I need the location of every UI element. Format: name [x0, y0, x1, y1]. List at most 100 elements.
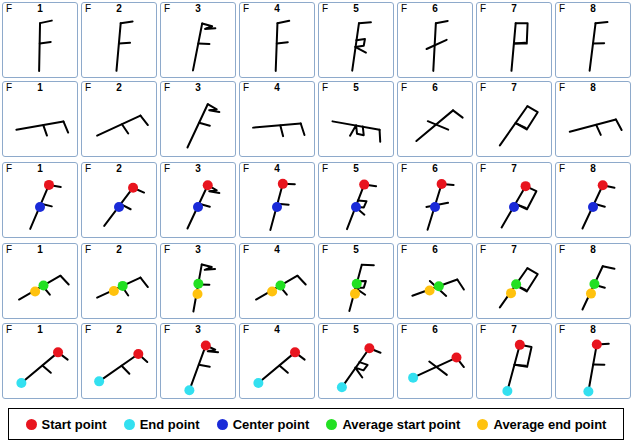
keypoint-dot: [589, 279, 599, 289]
panel-letter: F: [85, 82, 95, 94]
panel-letter: F: [6, 324, 16, 336]
handwriting-stroke: [121, 22, 133, 24]
panel-number: 2: [82, 163, 156, 175]
stroke-panel: F4: [239, 162, 315, 238]
handwriting-stroke: [42, 366, 50, 373]
handwriting-stroke: [140, 116, 147, 125]
panel-number: 3: [161, 324, 235, 336]
panel-number: 3: [161, 82, 235, 94]
handwriting-stroke: [253, 124, 301, 128]
handwriting-stroke: [412, 279, 457, 295]
panel-number: 7: [477, 3, 551, 15]
panel-letter: F: [559, 3, 569, 15]
panel-number: 5: [319, 82, 393, 94]
panel-letter: F: [164, 3, 174, 15]
handwriting-stroke: [297, 276, 305, 285]
handwriting-stroke: [277, 42, 288, 43]
panel-letter: F: [164, 244, 174, 256]
handwriting-stroke: [359, 22, 371, 23]
panel-number: 3: [161, 244, 235, 256]
stroke-panel: F1: [2, 162, 78, 238]
keypoint-dot: [437, 179, 447, 189]
handwriting-stroke: [507, 345, 519, 391]
handwriting-stroke: [21, 352, 58, 383]
stroke-panel: F7: [476, 162, 552, 238]
handwriting-stroke: [40, 42, 51, 44]
keypoint-dot: [509, 202, 519, 212]
handwriting-stroke: [515, 365, 526, 366]
handwriting-stroke: [516, 106, 538, 129]
legend-item: Average start point: [326, 417, 460, 432]
handwriting-stroke: [38, 23, 41, 71]
stroke-panel: F4: [239, 81, 315, 157]
keypoint-dot: [521, 181, 531, 191]
legend-swatch: [124, 419, 135, 430]
stroke-panel: F4: [239, 323, 315, 399]
handwriting-stroke: [593, 364, 604, 366]
handwriting-stroke: [270, 184, 282, 230]
panel-number: 4: [240, 244, 314, 256]
panel-letter: F: [164, 324, 174, 336]
handwriting-stroke: [119, 42, 130, 45]
panel-number: 7: [477, 163, 551, 175]
panel-number: 5: [319, 324, 393, 336]
keypoint-dot: [352, 279, 362, 289]
panel-number: 8: [556, 163, 630, 175]
keypoint-dot: [425, 286, 435, 296]
stroke-panel: F3: [160, 162, 236, 238]
stroke-panel: F1: [2, 81, 78, 157]
handwriting-stroke: [258, 352, 295, 383]
stroke-panel: F1: [2, 323, 78, 399]
panel-number: 1: [3, 324, 77, 336]
legend-item: Center point: [217, 417, 310, 432]
handwriting-stroke: [122, 366, 130, 374]
handwriting-stroke: [97, 278, 140, 298]
handwriting-stroke: [187, 185, 207, 228]
panel-letter: F: [559, 82, 569, 94]
panel-letter: F: [85, 163, 95, 175]
handwriting-stroke: [122, 124, 128, 133]
panel-number: 5: [319, 163, 393, 175]
panel-number: 5: [319, 3, 393, 15]
handwriting-stroke: [590, 23, 596, 70]
handwriting-stroke: [433, 23, 436, 71]
keypoint-dot: [506, 288, 516, 298]
stroke-panel: F5: [318, 81, 394, 157]
panel-number: 2: [82, 3, 156, 15]
handwriting-stroke: [63, 121, 68, 132]
keypoint-dot: [53, 347, 63, 357]
handwriting-stroke: [187, 104, 207, 147]
handwriting-stroke: [502, 186, 526, 227]
panel-number: 3: [161, 3, 235, 15]
panel-number: 5: [319, 244, 393, 256]
handwriting-stroke: [116, 23, 120, 71]
panel-letter: F: [401, 163, 411, 175]
panel-letter: F: [559, 244, 569, 256]
keypoint-dot: [586, 289, 596, 299]
stroke-panel: F3: [160, 81, 236, 157]
stroke-panel: F2: [81, 162, 157, 238]
panel-letter: F: [401, 324, 411, 336]
keypoint-dot: [278, 179, 288, 189]
keypoint-dot: [267, 286, 277, 296]
keypoint-dot: [511, 279, 521, 289]
keypoint-dot: [583, 386, 593, 396]
stroke-panel: F8: [555, 243, 631, 319]
legend-item: Start point: [26, 417, 107, 432]
handwriting-stroke: [301, 124, 305, 135]
handwriting-stroke: [19, 276, 60, 300]
stroke-panel: F7: [476, 2, 552, 78]
keypoint-dot: [451, 353, 461, 363]
handwriting-stroke: [428, 121, 448, 129]
panel-number: 7: [477, 82, 551, 94]
stroke-panel: F5: [318, 243, 394, 319]
panel-letter: F: [480, 3, 490, 15]
keypoint-dot: [515, 340, 525, 350]
stroke-panel: F1: [2, 243, 78, 319]
legend-item: Average end point: [477, 417, 606, 432]
panel-letter: F: [322, 82, 332, 94]
legend-swatch: [326, 419, 337, 430]
panel-number: 4: [240, 324, 314, 336]
keypoint-dot: [253, 378, 263, 388]
keypoint-dot: [128, 183, 138, 193]
